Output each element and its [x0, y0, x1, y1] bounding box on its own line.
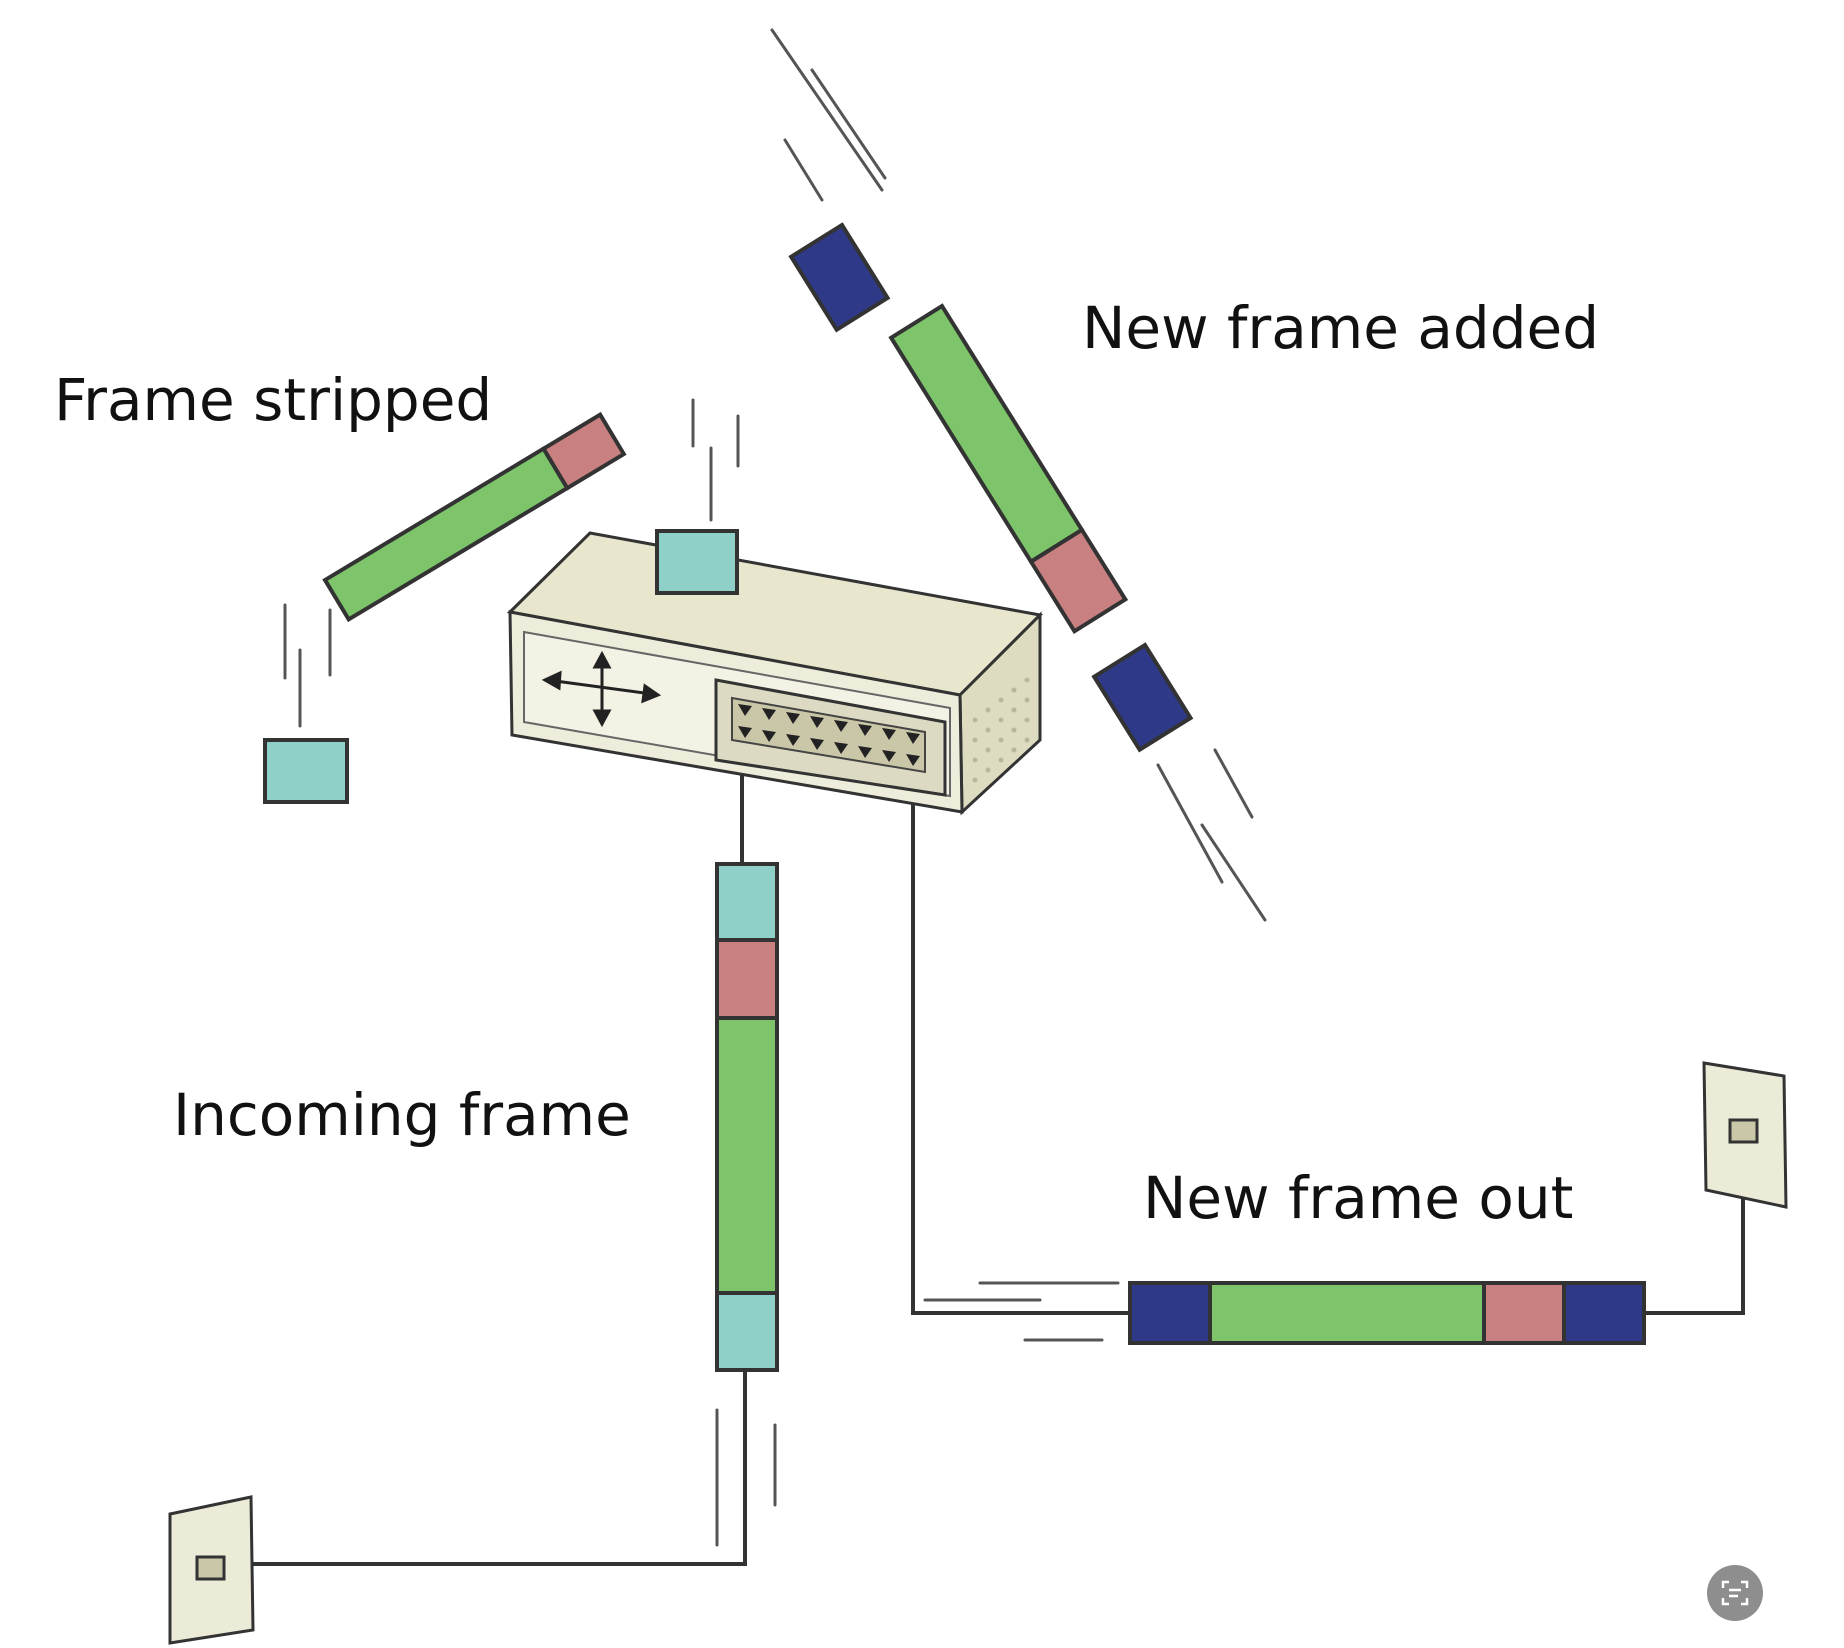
- stripped-frame: [322, 411, 627, 623]
- label-new-frame-out: New frame out: [1143, 1164, 1573, 1232]
- port: [858, 746, 872, 758]
- port: [810, 738, 824, 750]
- switch-vents: [972, 677, 1030, 783]
- jack-socket-left: [195, 1555, 226, 1581]
- label-frame-stripped: Frame stripped: [54, 366, 492, 434]
- port: [834, 742, 848, 754]
- wall-jack-icon: [168, 1495, 255, 1645]
- outgoing-trailer-segment: [1562, 1281, 1646, 1345]
- port: [738, 726, 752, 738]
- lens-icon: [1721, 1580, 1749, 1606]
- port: [738, 704, 752, 716]
- lens-button[interactable]: [1707, 1565, 1763, 1621]
- label-new-frame-added: New frame added: [1082, 294, 1599, 362]
- port-row: [731, 696, 926, 774]
- port: [834, 720, 848, 732]
- stripped-trailer-block: [263, 738, 349, 804]
- outgoing-frame: [1128, 1281, 1646, 1345]
- incoming-cable: [210, 1370, 747, 1566]
- port: [882, 750, 896, 762]
- added-frame-body: [888, 303, 1129, 634]
- port: [762, 730, 776, 742]
- added-payload-segment: [888, 303, 1085, 565]
- added-header-block: [788, 222, 891, 333]
- incoming-frame: [715, 862, 779, 1372]
- motion-lines: [283, 28, 1267, 1547]
- port: [786, 734, 800, 746]
- jack-socket-right: [1728, 1118, 1759, 1144]
- port: [762, 708, 776, 720]
- added-address-segment: [1028, 527, 1129, 634]
- wall-jack-icon: [1702, 1061, 1788, 1209]
- incoming-address-segment: [715, 938, 779, 1020]
- outgoing-cable: [911, 750, 1130, 1315]
- stripped-header-segment: [540, 411, 627, 491]
- incoming-payload-segment: [715, 1016, 779, 1295]
- outgoing-payload-segment: [1208, 1281, 1486, 1345]
- port: [906, 732, 920, 744]
- stripped-block-on-switch: [655, 529, 739, 595]
- port: [906, 754, 920, 766]
- four-way-arrows-icon: [541, 650, 662, 728]
- switch-ports: [738, 704, 920, 766]
- port: [882, 728, 896, 740]
- port: [810, 716, 824, 728]
- added-frame: [788, 222, 891, 333]
- outgoing-header-segment: [1128, 1281, 1212, 1345]
- added-trailer-block: [1091, 642, 1194, 753]
- port: [858, 724, 872, 736]
- label-incoming-frame: Incoming frame: [173, 1081, 631, 1149]
- incoming-top-segment: [715, 862, 779, 942]
- outgoing-address-segment: [1482, 1281, 1566, 1345]
- port: [786, 712, 800, 724]
- added-trailer: [1091, 642, 1194, 753]
- network-switch-icon: [506, 531, 1044, 816]
- incoming-bottom-segment: [715, 1291, 779, 1372]
